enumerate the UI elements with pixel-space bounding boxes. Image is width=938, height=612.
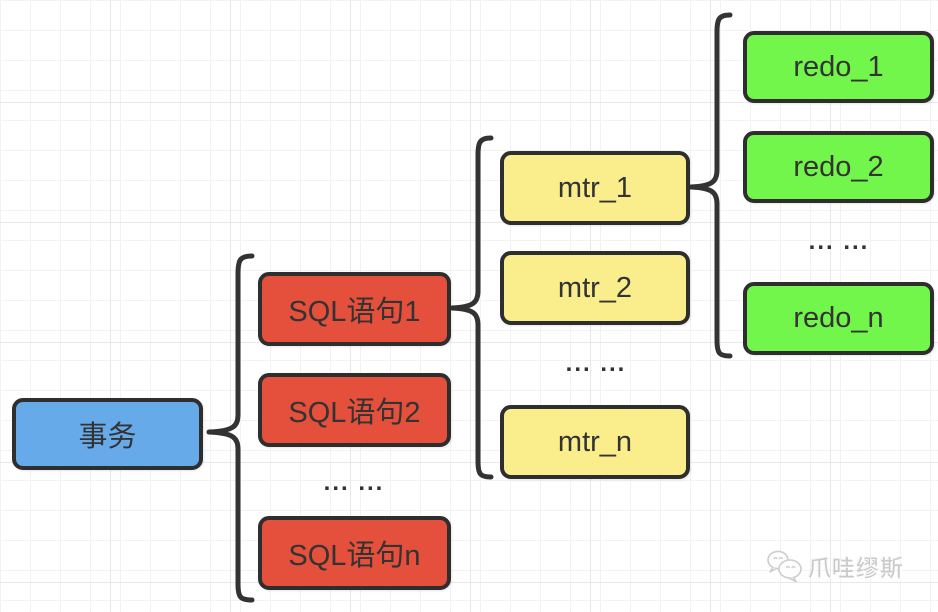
node-mtr-2-label: mtr_2 <box>557 271 633 304</box>
node-sql-n-label: SQL语句n <box>288 540 421 572</box>
node-redo-1-label: redo_1 <box>793 50 884 83</box>
node-redo-2: redo_2 <box>743 131 934 203</box>
brace-transaction-to-sql <box>206 253 255 603</box>
node-mtr-n-label: mtr_n <box>557 425 633 458</box>
ellipsis-redo: ... ... <box>808 228 870 255</box>
node-transaction: 事务 <box>12 398 203 470</box>
node-redo-2-label: redo_2 <box>793 150 884 183</box>
node-redo-n-label: redo_n <box>793 302 884 334</box>
node-transaction-label: 事务 <box>78 421 137 453</box>
node-sql-1: SQL语句1 <box>258 272 451 346</box>
node-sql-2: SQL语句2 <box>258 373 451 447</box>
node-redo-n: redo_n <box>743 282 934 355</box>
ellipsis-sql: ... ... <box>323 469 385 496</box>
node-sql-1-label: SQL语句1 <box>288 296 421 328</box>
node-mtr-2: mtr_2 <box>500 251 690 325</box>
node-sql-2-label: SQL语句2 <box>288 397 421 429</box>
node-sql-n: SQL语句n <box>258 516 451 590</box>
node-mtr-1-label: mtr_1 <box>557 171 633 204</box>
brace-mtr-to-redo <box>688 12 733 359</box>
watermark-text: 爪哇缪斯 <box>808 555 904 581</box>
brace-sql-to-mtr <box>449 135 494 480</box>
node-mtr-1: mtr_1 <box>500 151 690 225</box>
node-mtr-n: mtr_n <box>500 405 690 479</box>
watermark: 爪哇缪斯 <box>766 549 904 583</box>
ellipsis-mtr: ... ... <box>565 350 627 377</box>
wechat-icon <box>767 550 802 583</box>
node-redo-1: redo_1 <box>743 31 934 103</box>
